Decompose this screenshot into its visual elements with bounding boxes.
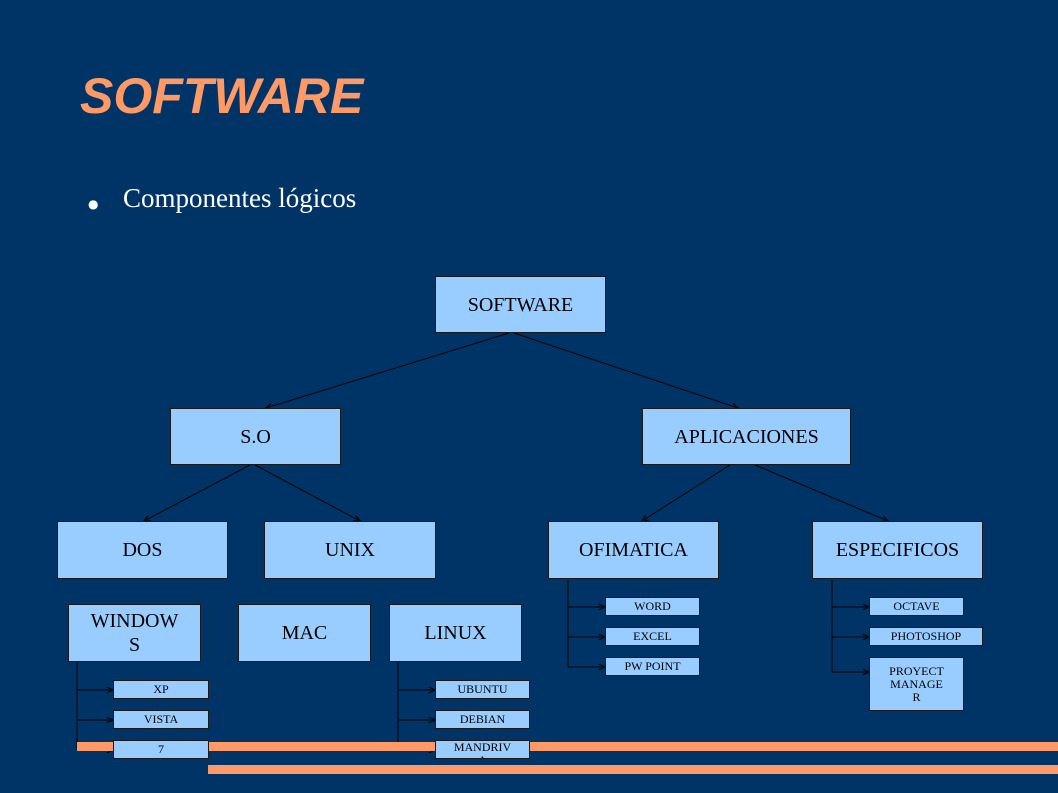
node-unix: UNIX [264, 521, 436, 579]
leaf-windows-vista: VISTA [113, 710, 209, 729]
edge-aplicaciones-especificos [754, 464, 888, 521]
node-linux: LINUX [389, 604, 522, 662]
node-ofimatica: OFIMATICA [548, 521, 719, 579]
decorative-stripe-top [77, 742, 1058, 751]
node-software: SOFTWARE [435, 276, 606, 333]
leaf-windows-7-front: 7 [113, 740, 209, 759]
leaf-ofimatica-word: WORD [605, 597, 700, 616]
leaf-ofimatica-excel: EXCEL [605, 627, 700, 646]
branch-especificos [831, 580, 869, 672]
bullet-icon: ● [88, 197, 99, 211]
edge-software-so [266, 332, 510, 408]
branch-ofimatica [567, 580, 605, 667]
leaf-especificos-octave: OCTAVE [869, 597, 964, 616]
node-mac: MAC [238, 604, 371, 662]
node-especificos: ESPECIFICOS [812, 521, 983, 579]
leaf-especificos-proyect-manager: PROYECT MANAGE R [869, 657, 964, 711]
node-aplicaciones: APLICACIONES [642, 408, 851, 465]
decorative-stripe-bottom [208, 765, 1058, 774]
node-so: S.O [170, 408, 341, 465]
edge-software-aplicaciones [513, 332, 738, 408]
edge-aplicaciones-ofimatica [642, 464, 731, 521]
leaf-linux-ubuntu: UBUNTU [435, 680, 530, 699]
leaf-ofimatica-pwpoint: PW POINT [605, 657, 700, 676]
leaf-windows-xp: XP [113, 680, 209, 699]
leaf-especificos-photoshop: PHOTOSHOP [869, 627, 983, 646]
edge-so-dos [144, 464, 251, 521]
branch-linux [397, 662, 435, 750]
node-windows: WINDOW S [68, 604, 201, 662]
branch-windows [76, 662, 113, 750]
leaf-linux-mandriva-front: MANDRIV A [435, 740, 530, 759]
node-dos: DOS [57, 521, 228, 579]
leaf-linux-debian: DEBIAN [435, 710, 530, 729]
edge-so-unix [254, 464, 360, 521]
slide-subtitle: Componentes lógicos [123, 183, 357, 213]
slide-title: SOFTWARE [80, 68, 364, 124]
